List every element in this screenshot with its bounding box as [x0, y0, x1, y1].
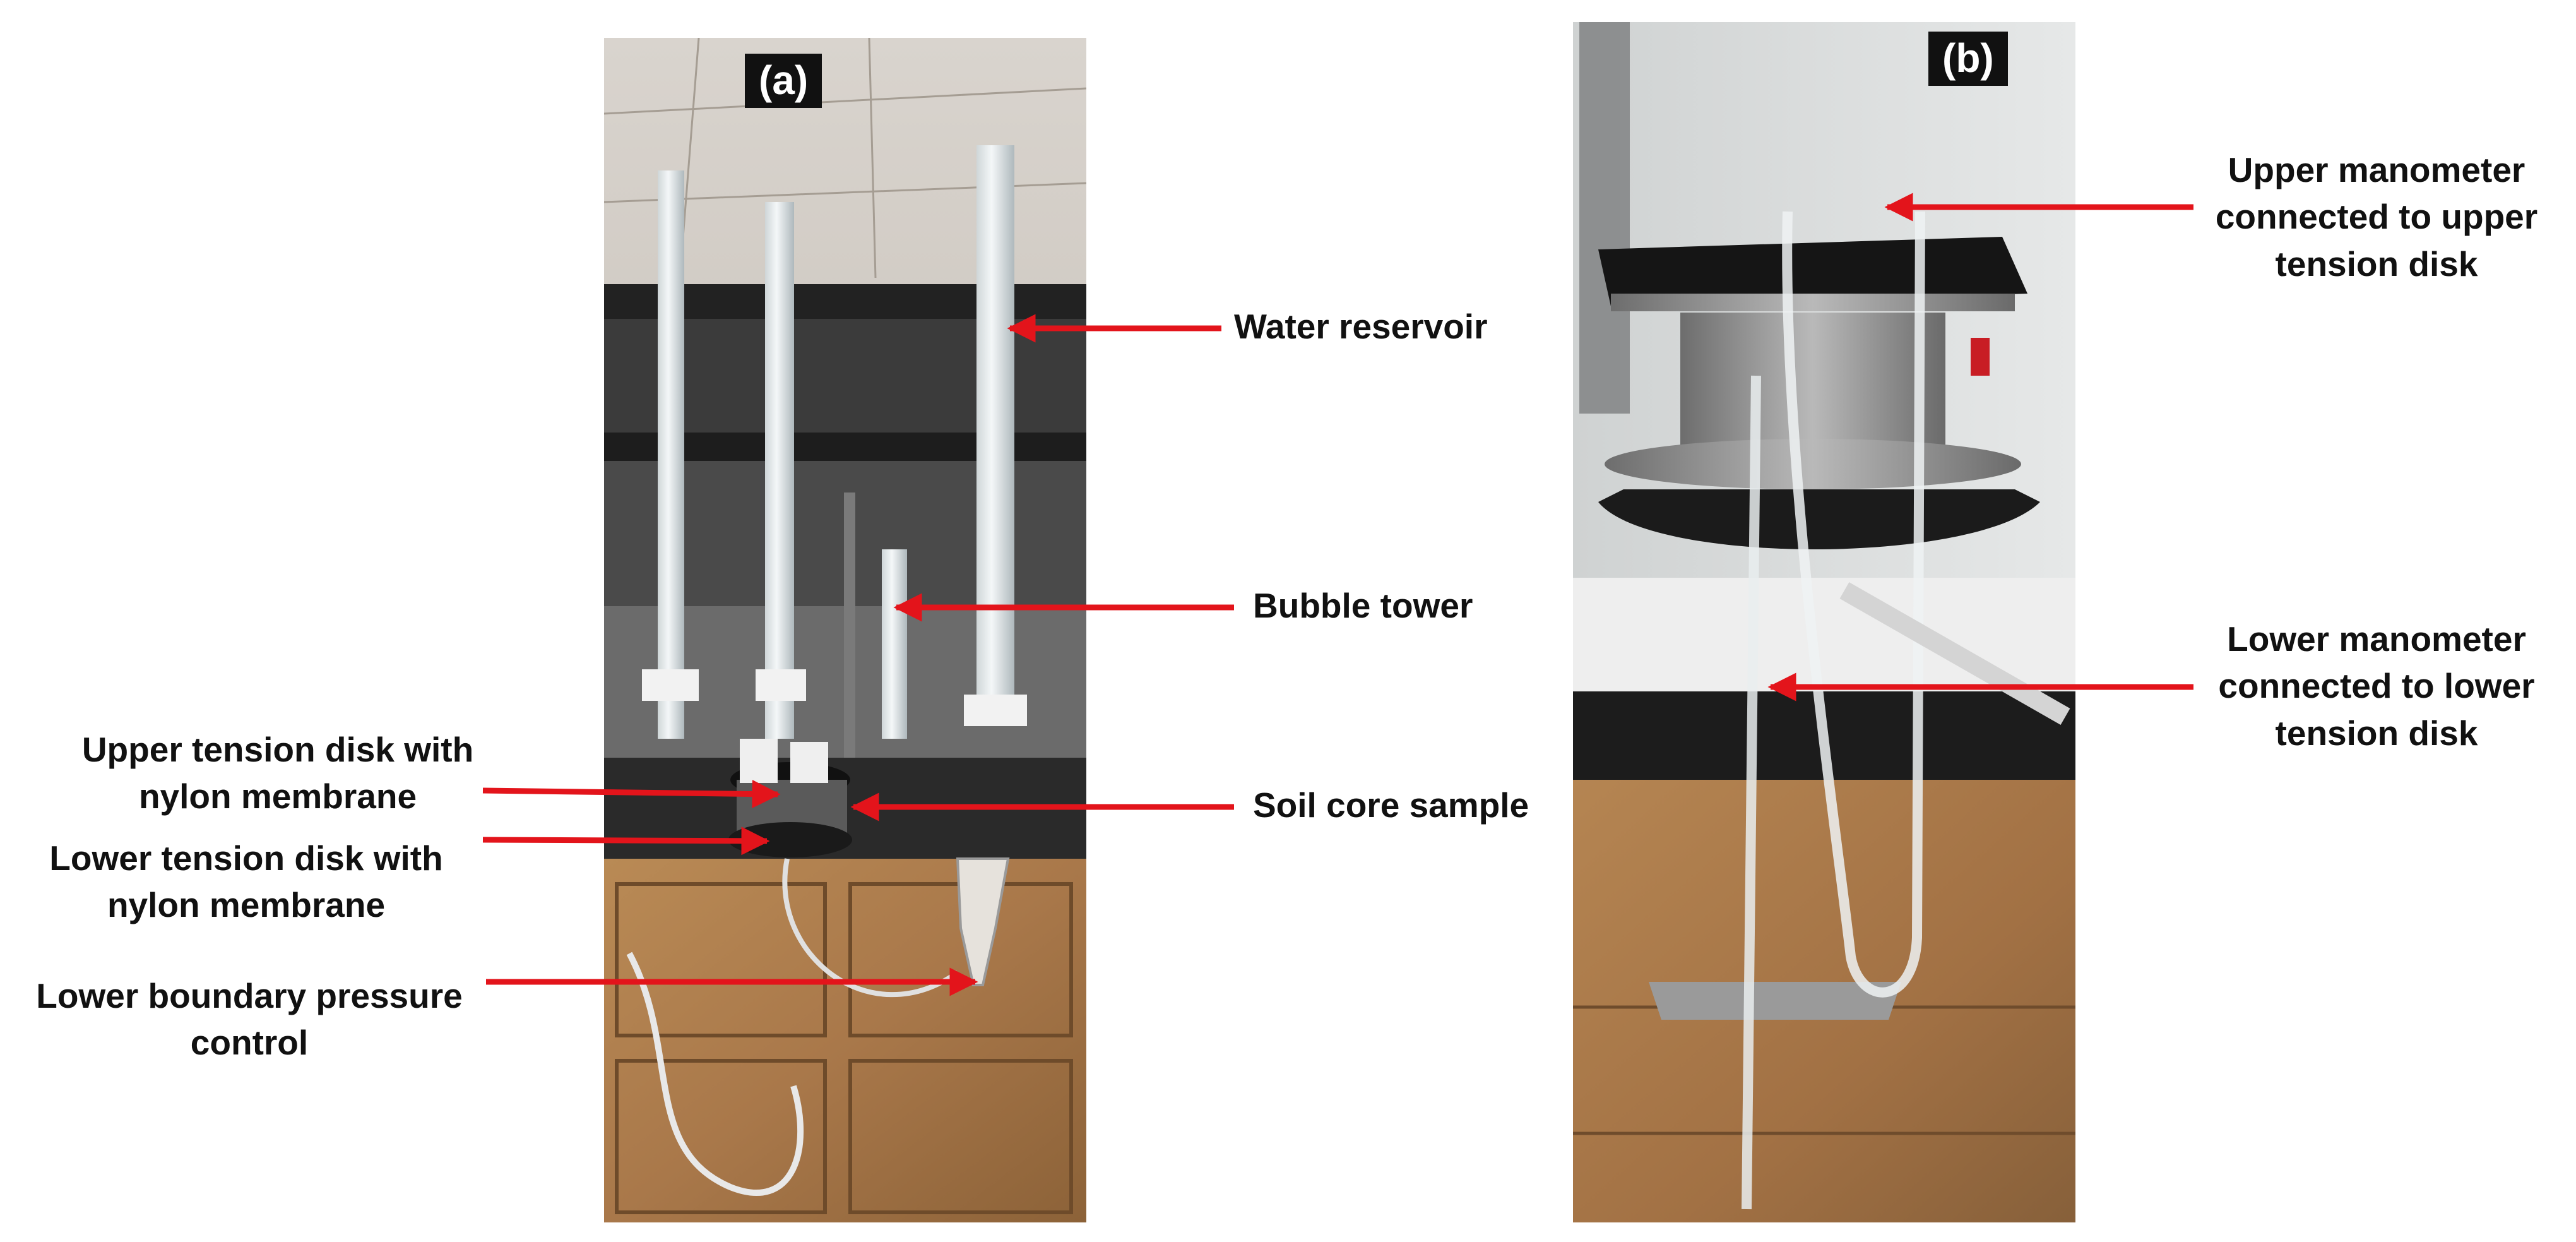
- panel-a-tag: (a): [745, 54, 822, 108]
- photo-b-illustration: [1573, 22, 2075, 1222]
- panel-b-tag: (b): [1928, 32, 2008, 86]
- label-lower-boundary: Lower boundary pressure control: [6, 972, 492, 1066]
- photo-panel-b: [1573, 22, 2075, 1222]
- label-upper-manometer: Upper manometer connected to upper tensi…: [2190, 146, 2563, 287]
- label-upper-tension-disk: Upper tension disk with nylon membrane: [69, 726, 486, 820]
- label-upper-tension-disk-line2: nylon membrane: [138, 777, 417, 816]
- label-upper-manometer-line2: connected to upper: [2215, 197, 2538, 237]
- label-water-reservoir: Water reservoir: [1234, 307, 1488, 346]
- label-lower-boundary-line2: control: [190, 1023, 309, 1063]
- photo-panel-a: [604, 38, 1086, 1222]
- label-lower-manometer-line3: tension disk: [2275, 713, 2478, 753]
- label-lower-tension-disk-line2: nylon membrane: [107, 885, 386, 925]
- label-lower-tension-disk-line1: Lower tension disk with: [49, 839, 443, 878]
- label-upper-manometer-line1: Upper manometer: [2228, 150, 2526, 189]
- label-soil-core-sample: Soil core sample: [1253, 785, 1529, 825]
- label-lower-manometer: Lower manometer connected to lower tensi…: [2190, 616, 2563, 756]
- label-lower-boundary-line1: Lower boundary pressure: [36, 976, 463, 1015]
- label-bubble-tower: Bubble tower: [1253, 586, 1473, 625]
- photo-a-illustration: [604, 38, 1086, 1222]
- label-upper-tension-disk-line1: Upper tension disk with: [81, 730, 474, 769]
- label-lower-tension-disk: Lower tension disk with nylon membrane: [25, 835, 467, 929]
- label-upper-manometer-line3: tension disk: [2275, 244, 2478, 284]
- label-lower-manometer-line1: Lower manometer: [2227, 619, 2526, 659]
- label-lower-manometer-line2: connected to lower: [2218, 666, 2535, 706]
